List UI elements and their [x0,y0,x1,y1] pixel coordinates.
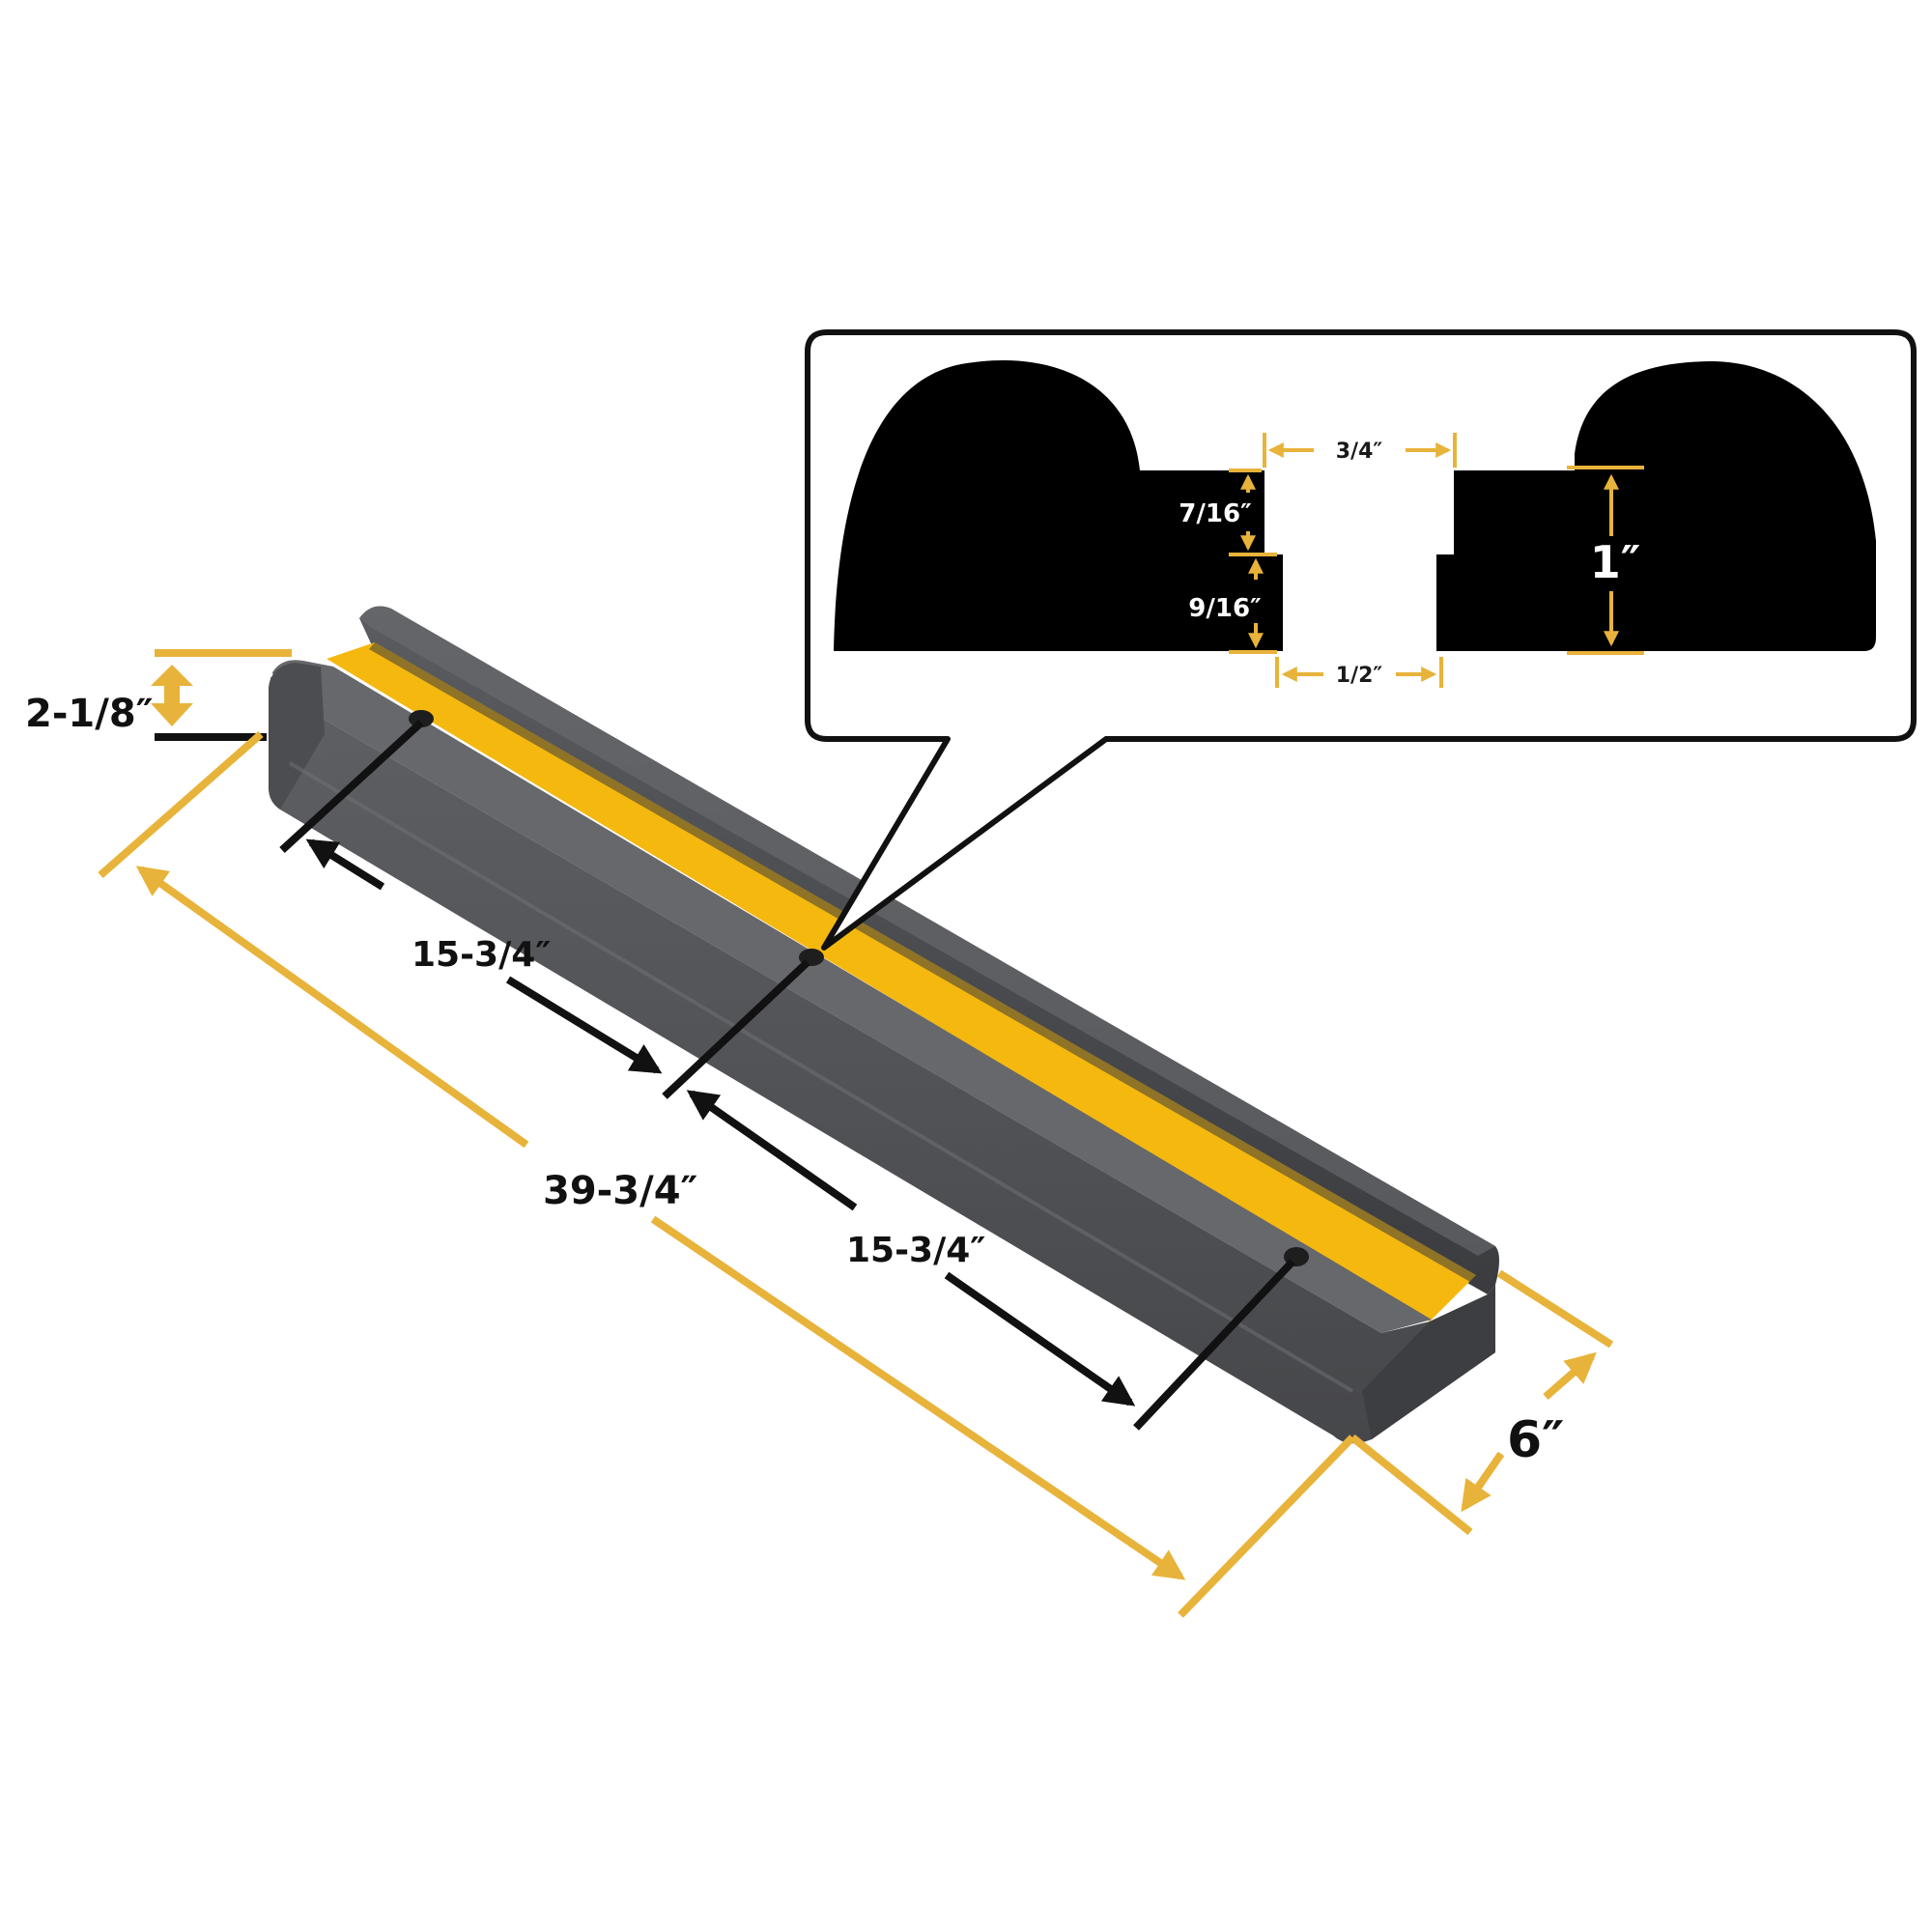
rubber-bumper [269,606,1499,1444]
hole-spacing-2-label: 15-3/4″ [846,1231,985,1270]
cross-section-profile [834,360,1283,651]
left-end-face [269,663,325,810]
length-label: 39-3/4″ [543,1169,697,1213]
right-end-face [1362,1285,1495,1439]
bottom-slot-width-label: 1/2″ [1336,664,1383,688]
top-slot-width-label: 3/4″ [1336,440,1383,464]
height-label: 2-1/8″ [25,692,154,736]
upper-depth-label: 7/16″ [1179,499,1251,528]
front-rail-side [269,676,1495,1444]
width-label: 6″ [1507,1411,1564,1469]
hole-spacing-dimensions [279,720,1295,1431]
base-height-label: 1″ [1590,536,1641,588]
cross-section-callout: 3/4″ 1/2″ 7/16″ 9/16″ 1″ [805,329,1917,951]
lower-depth-label: 9/16″ [1188,594,1261,623]
width-dimension [1350,1269,1614,1536]
height-dimension: 2-1/8″ [25,649,292,741]
length-dimension [98,730,1355,1618]
front-rail-top [272,660,1432,1333]
yellow-strip [327,642,1476,1321]
cross-section-dimensions [1229,433,1644,688]
mount-hole-1 [409,710,434,727]
hole-spacing-1-label: 15-3/4″ [412,935,551,975]
